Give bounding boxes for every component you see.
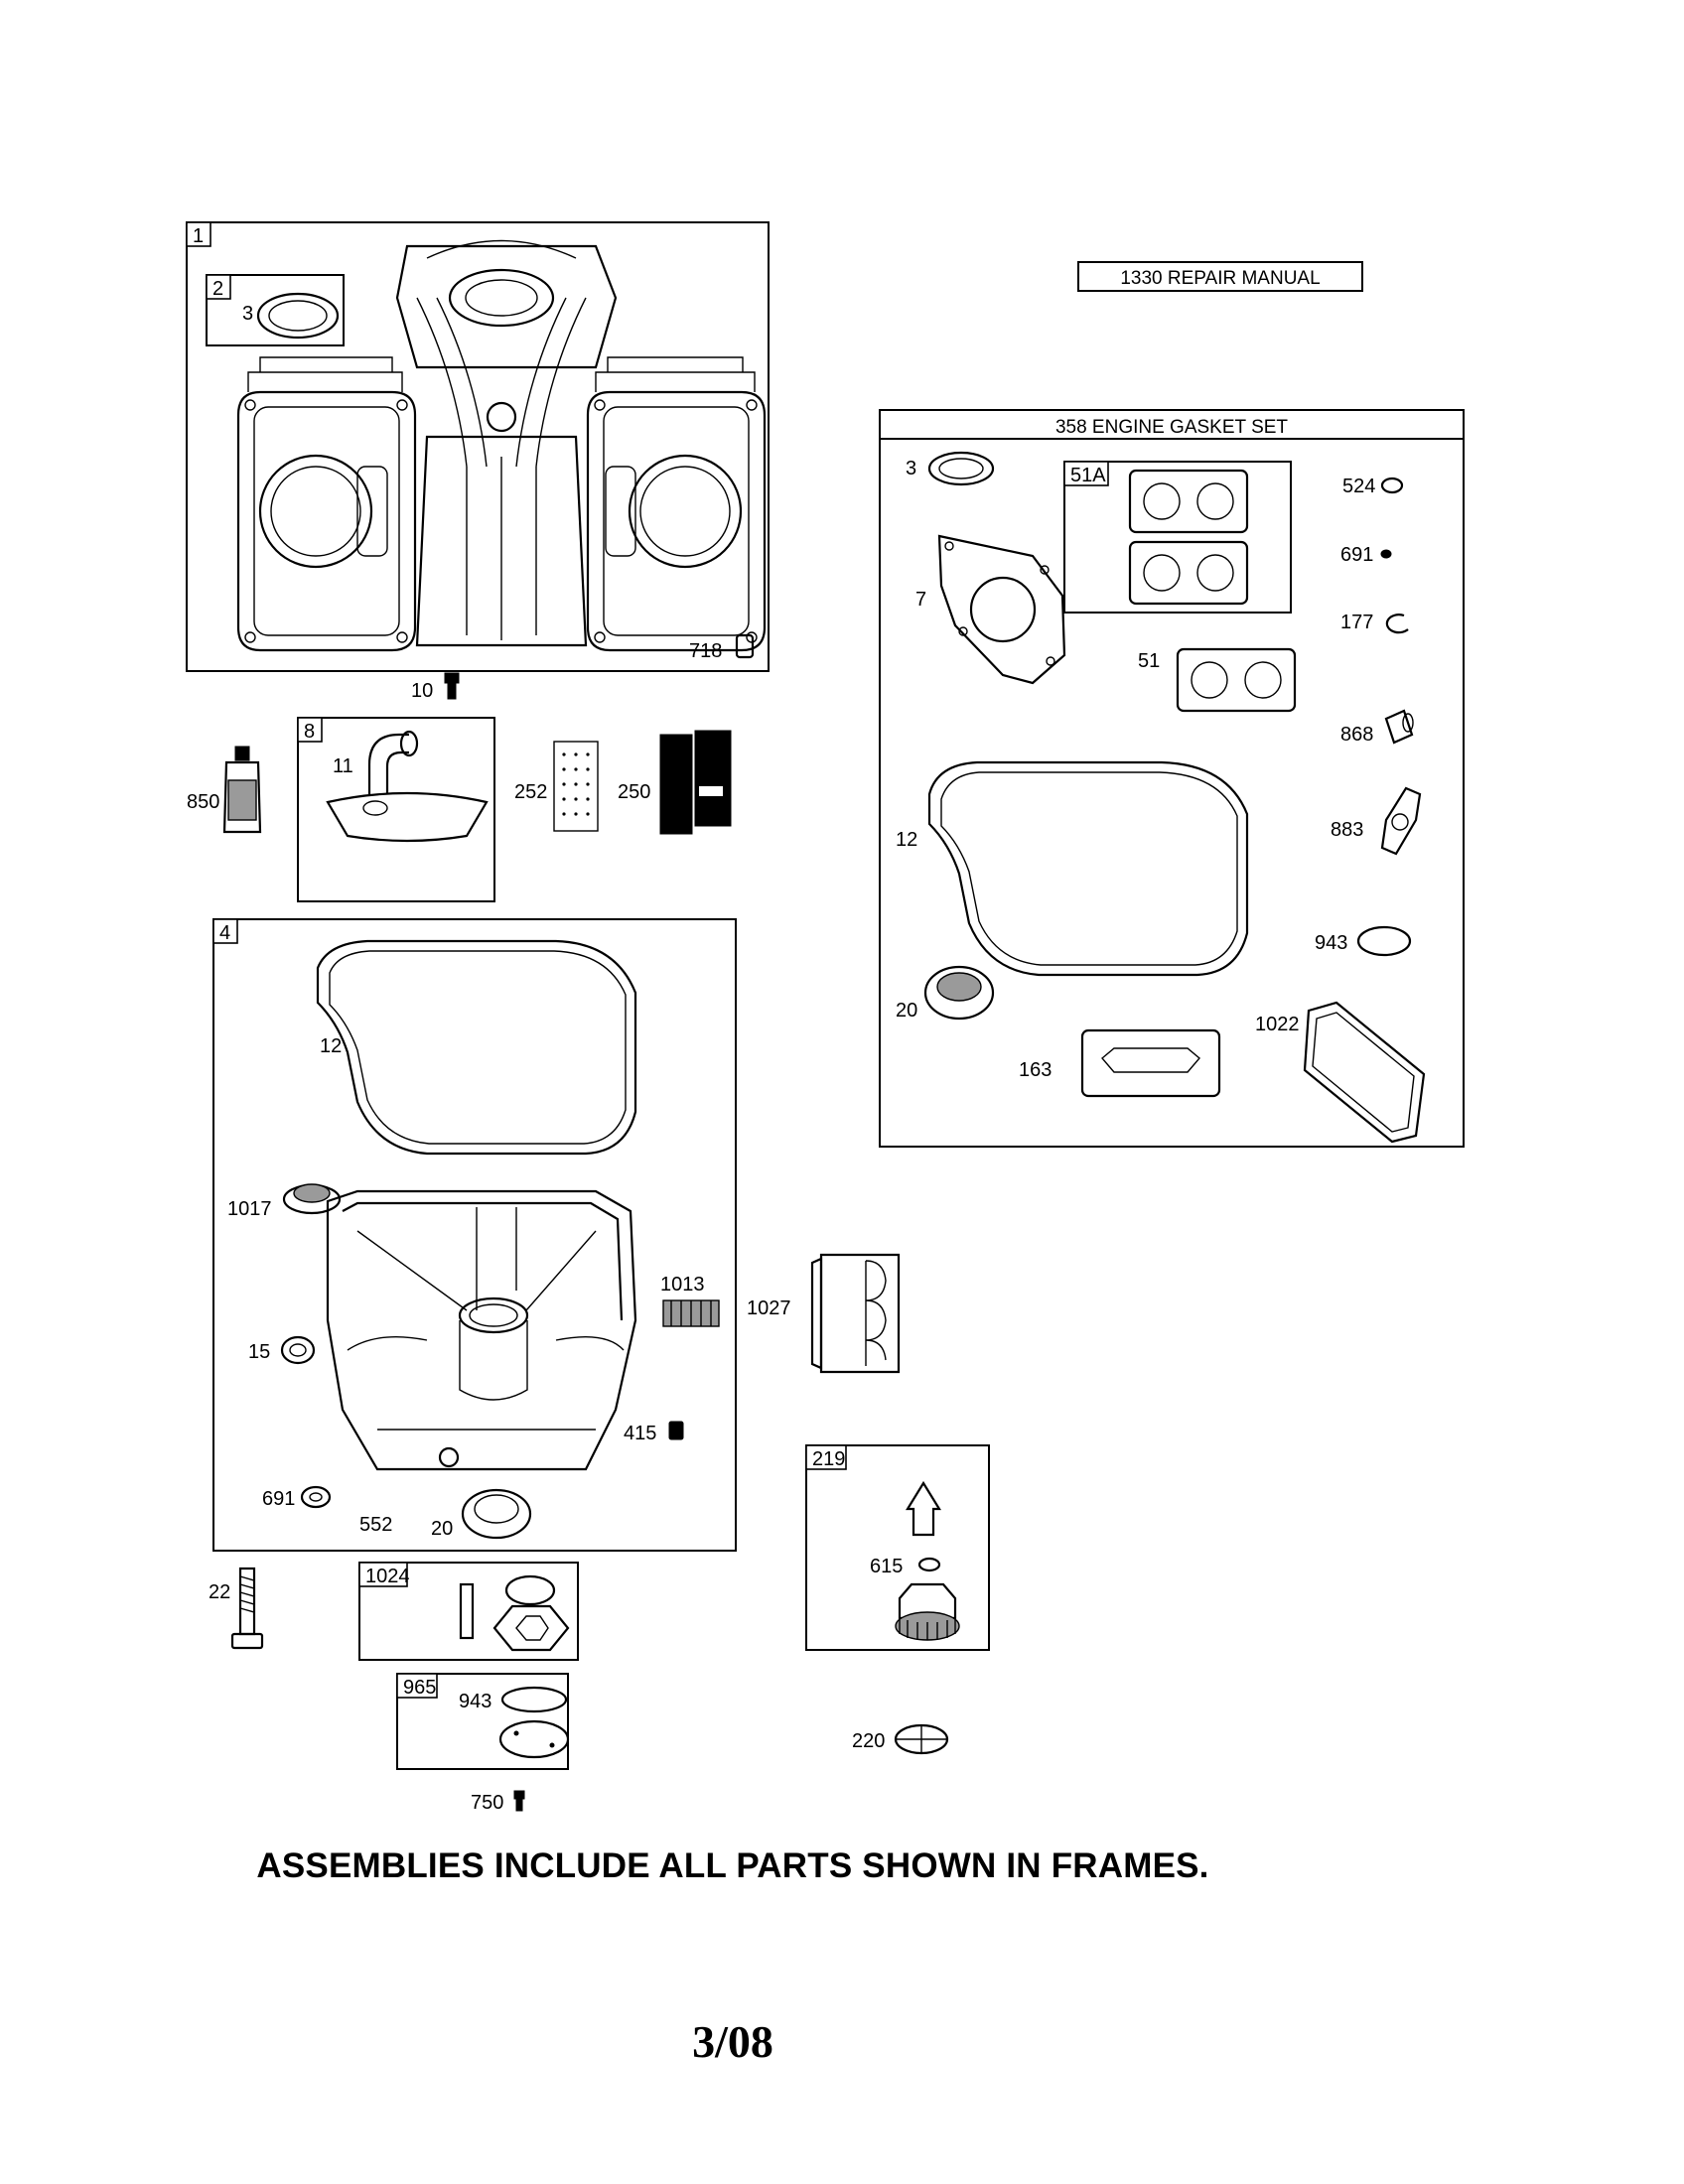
valve-cover-gasket-icon-2 bbox=[1176, 647, 1297, 713]
frame-label-4: 4 bbox=[219, 922, 230, 944]
frame-1024-oil-pump-assembly: 1024 bbox=[358, 1562, 579, 1661]
label-15: 15 bbox=[248, 1341, 270, 1363]
frame-label-2: 2 bbox=[212, 278, 223, 300]
frame-219-governor-assembly: 219 615 bbox=[805, 1444, 990, 1651]
label-524: 524 bbox=[1342, 476, 1375, 497]
o-ring-large-icon bbox=[1356, 925, 1412, 957]
head-gasket-icon bbox=[937, 534, 1066, 685]
frame-label-1024: 1024 bbox=[365, 1566, 410, 1587]
rocker-cover-gasket-icon bbox=[1303, 1001, 1426, 1144]
valve-cover-gasket-icon bbox=[1128, 469, 1249, 606]
crankcase-gasket-icon-2 bbox=[927, 760, 1249, 977]
oil-pump-icon bbox=[459, 1574, 570, 1652]
label-10: 10 bbox=[411, 680, 433, 702]
repair-manual-box: 1330 REPAIR MANUAL bbox=[1077, 261, 1363, 292]
label-12-gasket: 12 bbox=[896, 829, 917, 851]
label-615: 615 bbox=[870, 1556, 903, 1577]
oil-filter-screen-icon bbox=[662, 1299, 720, 1327]
label-1027: 1027 bbox=[747, 1297, 791, 1319]
label-691-sump: 691 bbox=[262, 1488, 295, 1510]
bolt-icon bbox=[230, 1567, 264, 1650]
exhaust-gasket-icon bbox=[1380, 786, 1422, 856]
label-3-block: 3 bbox=[242, 303, 253, 325]
label-163: 163 bbox=[1019, 1059, 1052, 1081]
frame-4-sump-assembly: 4 12 1017 1013 15 bbox=[212, 918, 737, 1552]
governor-cup-icon bbox=[906, 1480, 941, 1537]
label-20-sump: 20 bbox=[431, 1518, 453, 1540]
label-220: 220 bbox=[852, 1730, 885, 1752]
oil-seal-icon-gasket bbox=[923, 965, 995, 1021]
gasket-set-label: 358 ENGINE GASKET SET bbox=[1055, 417, 1288, 438]
label-691-gasket: 691 bbox=[1340, 544, 1373, 566]
label-1017: 1017 bbox=[227, 1198, 272, 1220]
frame-label-219: 219 bbox=[812, 1448, 845, 1470]
label-7: 7 bbox=[915, 589, 926, 611]
valve-seal-small-icon bbox=[1380, 477, 1404, 494]
label-868: 868 bbox=[1340, 724, 1373, 746]
filter-element-icon-2 bbox=[659, 730, 732, 835]
label-20-gasket: 20 bbox=[896, 1000, 917, 1022]
o-ring-small-icon bbox=[1380, 549, 1392, 559]
repair-manual-label: 1330 REPAIR MANUAL bbox=[1120, 268, 1320, 289]
label-177: 177 bbox=[1340, 612, 1373, 633]
breather-tube-icon bbox=[367, 730, 419, 794]
label-943-cover: 943 bbox=[459, 1691, 491, 1712]
o-ring-icon bbox=[300, 1485, 332, 1509]
label-51: 51 bbox=[1138, 650, 1160, 672]
assemblies-note: ASSEMBLIES INCLUDE ALL PARTS SHOWN IN FR… bbox=[256, 1846, 1209, 1885]
label-718: 718 bbox=[689, 640, 722, 662]
label-1013: 1013 bbox=[660, 1274, 705, 1296]
crankcase-gasket-icon bbox=[316, 939, 637, 1156]
label-850: 850 bbox=[187, 791, 219, 813]
frame-label-51a: 51A bbox=[1070, 465, 1106, 486]
engine-gasket-set-panel: 358 ENGINE GASKET SET 3 51A 524 691 177 … bbox=[879, 409, 1465, 1148]
governor-gear-icon bbox=[895, 1582, 960, 1641]
dowel-pin-icon bbox=[735, 633, 755, 659]
label-943-gasket: 943 bbox=[1315, 932, 1347, 954]
label-750: 750 bbox=[471, 1792, 503, 1814]
sump-drawing bbox=[326, 1189, 637, 1471]
label-3-gasket: 3 bbox=[906, 458, 916, 479]
filter-element-icon bbox=[553, 741, 599, 832]
frame-965-pump-cover-assembly: 965 943 bbox=[396, 1673, 570, 1770]
cylinder-block-drawing bbox=[236, 239, 767, 652]
frame-1-cylinder-assembly: 1 2 3 bbox=[186, 221, 770, 672]
label-12-sump: 12 bbox=[320, 1035, 342, 1057]
seal-sleeve-icon bbox=[1384, 709, 1414, 745]
frame-label-1: 1 bbox=[193, 225, 204, 247]
breather-cover-icon bbox=[326, 791, 489, 843]
oil-seal-icon bbox=[256, 292, 340, 340]
pump-cover-icon bbox=[498, 1686, 570, 1759]
label-1022: 1022 bbox=[1255, 1014, 1300, 1035]
label-883: 883 bbox=[1331, 819, 1363, 841]
valve-seal-icon bbox=[927, 451, 995, 486]
pipe-plug-icon bbox=[668, 1421, 684, 1440]
intake-gasket-icon bbox=[1080, 1028, 1221, 1098]
label-11: 11 bbox=[333, 755, 353, 777]
screw-icon-750 bbox=[513, 1790, 525, 1812]
sealant-tube-icon bbox=[222, 746, 262, 834]
label-415: 415 bbox=[624, 1423, 656, 1444]
label-250: 250 bbox=[618, 781, 650, 803]
frame-label-8: 8 bbox=[304, 721, 315, 743]
oil-seal-icon-sump bbox=[461, 1488, 532, 1540]
bushing-icon bbox=[280, 1335, 316, 1365]
revision-date: 3/08 bbox=[692, 2016, 773, 2067]
retaining-ring-icon bbox=[1385, 614, 1409, 634]
oil-filter-icon bbox=[810, 1253, 901, 1374]
screw-icon bbox=[444, 672, 460, 700]
frame-label-965: 965 bbox=[403, 1677, 436, 1699]
oil-pump-cover-icon bbox=[282, 1183, 342, 1215]
label-552: 552 bbox=[359, 1514, 392, 1536]
label-22: 22 bbox=[209, 1581, 230, 1603]
frame-8-breather-assembly: 8 11 bbox=[297, 717, 495, 902]
governor-shaft-icon bbox=[894, 1723, 949, 1755]
label-252: 252 bbox=[514, 781, 547, 803]
retainer-ring-icon bbox=[917, 1557, 941, 1572]
